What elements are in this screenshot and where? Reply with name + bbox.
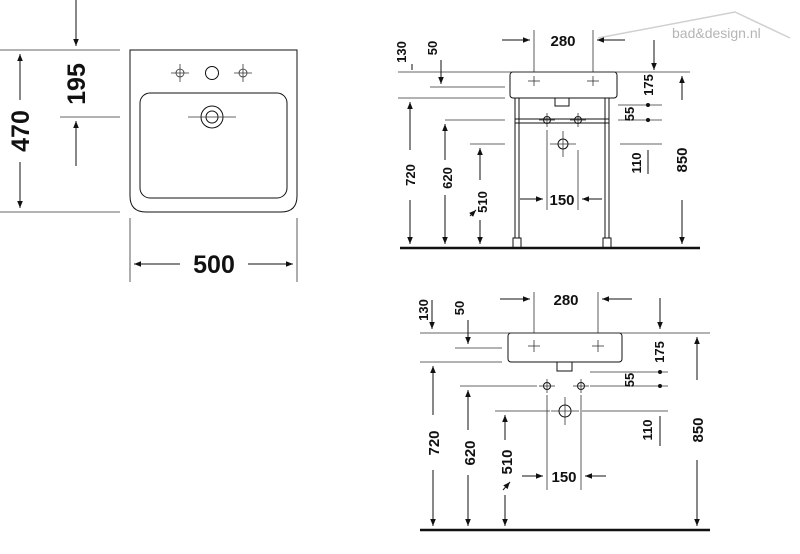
dim-500: 500 [193,251,235,279]
tap-hole-left [171,64,189,82]
stand-legs [512,98,612,249]
overflow-slot-1 [554,97,570,107]
dim-510-1: 510 [475,191,490,213]
dim-175-1: 175 [641,74,656,96]
dim-50-1: 50 [425,41,440,55]
dim-720-1: 720 [403,164,418,186]
dim-150-1: 150 [549,192,574,209]
dim-280-2: 280 [553,292,578,309]
dim-850-1: 850 [674,147,691,172]
dim-510-2: 510 [499,449,516,474]
tap-hole-center [205,66,219,80]
dim-195: 195 [63,63,91,105]
dim-620-1: 620 [440,167,455,189]
front-view-wall: 280 130 50 175 55 110 850 720 620 510 [416,292,710,532]
overflow-slot-2 [556,361,573,372]
dim-55-2: 55 [622,373,637,387]
basin-front-1 [509,71,618,99]
dim-150-2: 150 [551,469,576,486]
dim-130-1: 130 [394,41,409,63]
dim-110-1: 110 [629,153,644,174]
basin-outline [129,49,298,213]
dim-130-2: 130 [416,299,431,321]
dim-110-2: 110 [640,420,655,441]
watermark: bad&design.nl [597,11,791,41]
basin-front-2 [507,332,623,363]
drain-hole [188,105,236,129]
watermark-text: bad&design.nl [672,25,761,41]
basin-bowl [139,92,288,199]
dim-50-2: 50 [452,301,467,315]
dim-280-1: 280 [550,33,575,50]
dim-720-2: 720 [426,430,443,455]
dim-850-2: 850 [690,417,707,442]
dim-620-2: 620 [462,440,479,465]
tap-hole-right [234,64,252,82]
top-view: 470 195 500 [0,0,298,282]
dim-470: 470 [7,110,35,152]
dim-175-2: 175 [652,341,667,363]
dim-55-1: 55 [622,107,637,121]
front-view-stand: 280 130 50 175 55 110 850 720 620 510 [394,30,700,250]
